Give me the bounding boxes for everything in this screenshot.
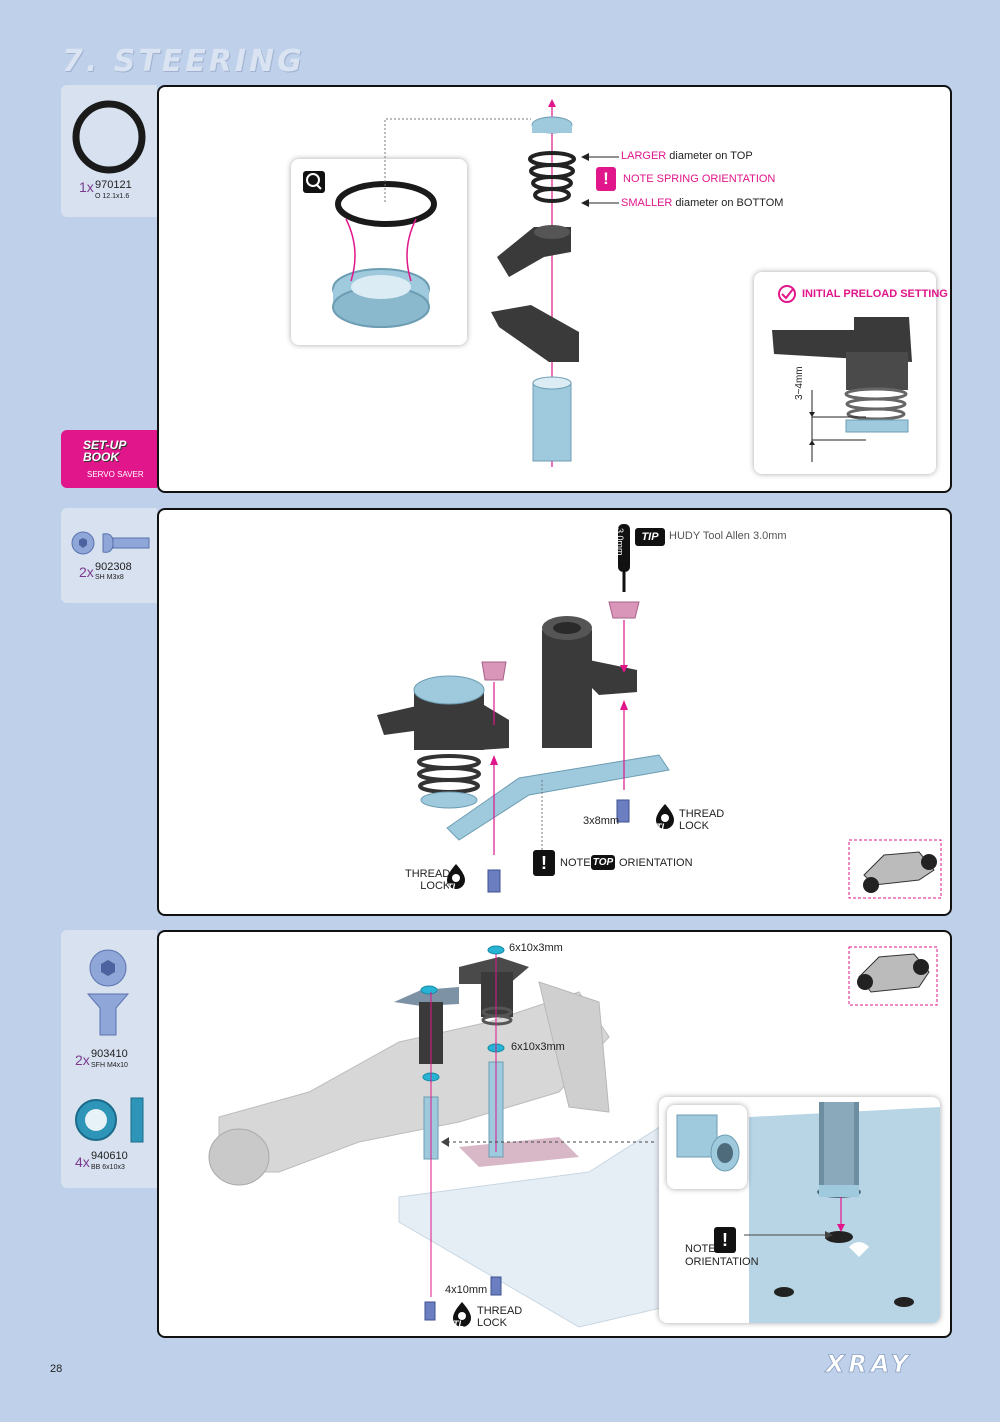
preload-setting-inset: INITIAL PRELOAD SETTING 3~4mm: [754, 272, 948, 474]
section-title: 7. STEERING: [62, 44, 305, 79]
logo-text: XRAY: [824, 1352, 912, 1376]
part-qty: 1x: [79, 179, 94, 195]
hex-screw-icon: [71, 531, 150, 555]
xray-logo: XRAY: [824, 1352, 912, 1376]
preload-value: 3~4mm: [794, 366, 805, 400]
thread-lock-line-1: THREAD: [477, 1305, 523, 1317]
parts-box-step-2: 2x 902308 SH M3x8: [61, 508, 157, 603]
note-line-1: NOTE: [685, 1243, 716, 1255]
tip-badge: TIP: [635, 528, 665, 546]
smaller-diameter-note: SMALLER diameter on BOTTOM: [621, 197, 783, 209]
servo-saver-exploded-drawing: [384, 99, 619, 467]
smaller-rest: diameter on BOTTOM: [672, 197, 784, 209]
top-badge: TOP: [591, 855, 615, 870]
tip-text: HUDY Tool Allen 3.0mm: [669, 530, 787, 542]
thread-lock-line-2: LOCK: [420, 880, 451, 892]
preload-drawing: [772, 285, 912, 462]
thread-lock-line-2: LOCK: [679, 820, 709, 832]
tl-badge: TL: [453, 1319, 464, 1329]
part-qty: 2x: [75, 1052, 90, 1068]
o-ring-detail-drawing: [303, 171, 437, 328]
part-desc: SFH M4x10: [91, 1062, 128, 1069]
thread-lock-icon: [656, 804, 674, 829]
tool-size: 3.0mm: [615, 528, 625, 556]
thread-lock-line-1: THREAD: [679, 808, 725, 820]
step-1-panel: LARGER diameter on TOP ! NOTE SPRING ORI…: [157, 85, 952, 493]
note-label: NOTE: [560, 857, 591, 869]
tl-badge: TL: [447, 882, 458, 892]
part-number: 903410: [91, 1048, 128, 1060]
part-number: 902308: [95, 561, 132, 573]
bearing-mid-label: 6x10x3mm: [511, 1041, 565, 1053]
larger-rest: diameter on TOP: [666, 150, 753, 162]
thread-lock-line-2: LOCK: [477, 1317, 507, 1329]
note-spring-orientation: NOTE SPRING ORIENTATION: [623, 173, 776, 185]
setup-caption: SERVO SAVER: [87, 470, 144, 479]
parts-icons-step-3: [75, 949, 144, 1143]
thread-lock-line-1: THREAD: [405, 868, 451, 880]
o-ring-icon: [72, 100, 146, 174]
o-ring-zoom-inset: [291, 159, 467, 345]
orientation-detail-drawing: [744, 1102, 940, 1323]
bearing-top-label: 6x10x3mm: [509, 942, 563, 954]
part-number: 970121: [95, 179, 132, 191]
warning-icon: !: [714, 1227, 736, 1253]
part-qty: 4x: [75, 1154, 90, 1170]
note-line-2: ORIENTATION: [685, 1256, 759, 1268]
screw-size-label: 4x10mm: [445, 1284, 488, 1296]
warning-icon: !: [533, 850, 555, 876]
check-icon: [778, 285, 796, 303]
warning-icon: !: [596, 167, 616, 191]
part-desc: BB 6x10x3: [91, 1164, 125, 1171]
screw-size-label: 3x8mm: [583, 815, 620, 827]
part-desc: O 12.1x1.6: [95, 193, 130, 200]
orientation-label: ORIENTATION: [619, 857, 693, 869]
thread-lock-icon: [453, 1302, 471, 1327]
preload-title: INITIAL PRELOAD SETTING: [802, 288, 948, 300]
parts-box-step-1: 1x 970121 O 12.1x1.6: [61, 85, 157, 217]
smaller-highlight: SMALLER: [621, 197, 673, 209]
setup-line-2: BOOK: [83, 450, 119, 464]
setup-line-1: SET-UP: [83, 438, 127, 452]
post-zoom-inset: [667, 1105, 747, 1189]
page-number: 28: [50, 1363, 63, 1375]
larger-diameter-note: LARGER diameter on TOP: [621, 150, 753, 162]
step-2-panel: TIP HUDY Tool Allen 3.0mm 3.0mm 3x8mm TL…: [157, 508, 952, 916]
parts-box-step-3: 2x 903410 SFH M4x10 4x 940610 BB 6x10x3: [61, 930, 157, 1188]
part-qty: 2x: [79, 564, 94, 580]
larger-highlight: LARGER: [621, 150, 667, 162]
part-desc: SH M3x8: [95, 574, 124, 581]
thread-lock-icon: [447, 864, 465, 889]
servo-saver-assembly-drawing: [377, 524, 942, 899]
tl-badge: TL: [656, 822, 667, 832]
post-zoom-drawing: [676, 1114, 740, 1172]
part-number: 940610: [91, 1150, 128, 1162]
